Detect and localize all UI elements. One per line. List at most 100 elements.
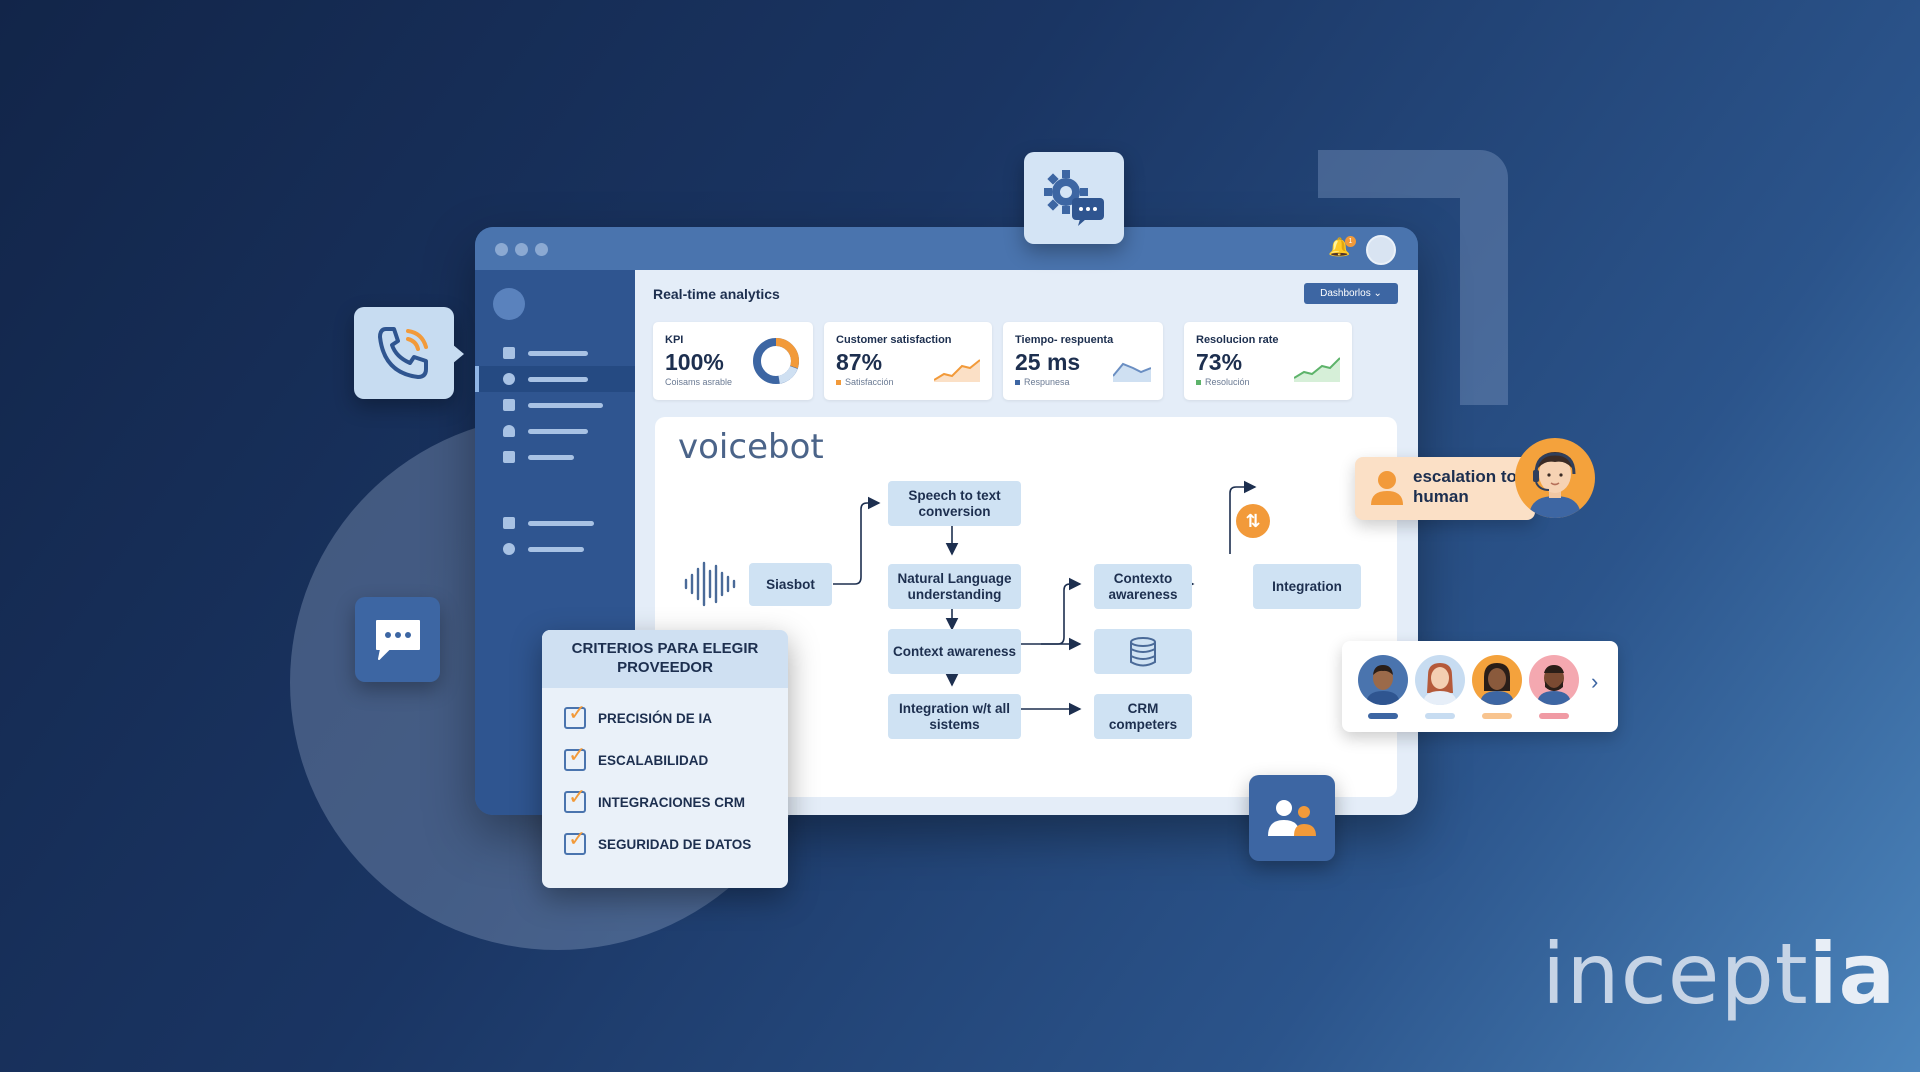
team-member-avatar[interactable] [1415,655,1465,705]
criteria-title: CRITERIOS PARA ELEGIR PROVEEDOR [542,630,788,688]
chevron-right-icon[interactable]: › [1591,669,1599,694]
kpi-label: Resolucion rate [1196,334,1279,346]
users-icon [1268,800,1316,836]
criteria-item[interactable]: PRECISIÓN DE IA [564,700,712,730]
phone-icon [378,327,428,379]
gear-icon [503,543,515,555]
page-title: Real-time analytics [653,286,780,302]
team-member-status [1425,713,1455,719]
flow-node-contexto[interactable]: Contexto awareness [1094,564,1192,609]
team-member-avatar[interactable] [1358,655,1408,705]
flow-node-database[interactable] [1094,629,1192,674]
flow-node-integration-all[interactable]: Integration w/t all sistems [888,694,1021,739]
phone-tile-pointer [452,344,464,364]
kpi-card[interactable]: Tiempo- respuenta 25 ms Respunesa [1003,322,1163,400]
flow-node-source[interactable]: Siasbot [749,563,832,606]
criteria-item[interactable]: ESCALABILIDAD [564,742,708,772]
window-dot[interactable] [515,243,528,256]
agent-avatar [1515,438,1595,518]
bell-icon[interactable]: 🔔 [1328,237,1351,257]
window-dot[interactable] [535,243,548,256]
escalation-card[interactable]: escalation to human [1355,457,1535,520]
kpi-sub: Coisams asrable [665,377,733,387]
sidebar-item-settings[interactable] [475,536,635,562]
sidebar-item-label [528,521,594,526]
chat-tile[interactable] [355,597,440,682]
criteria-card: CRITERIOS PARA ELEGIR PROVEEDOR PRECISIÓ… [542,630,788,888]
sidebar-item-label [528,429,588,434]
sparkline-icon [1113,362,1151,382]
sidebar-item-label [528,403,603,408]
sidebar-item-label [528,455,574,460]
sidebar-item-dashboard[interactable] [475,340,635,366]
sidebar-item-reports[interactable] [475,392,635,418]
sidebar-item-chat[interactable] [475,366,635,392]
sidebar-item-label [528,351,588,356]
team-card[interactable]: › [1342,641,1618,732]
dashboards-dropdown[interactable]: Dashborlos ⌄ [1304,283,1398,304]
users-tile[interactable] [1249,775,1335,861]
database-icon [1130,636,1156,666]
team-member-status [1482,713,1512,719]
kpi-sub: Resolución [1196,377,1250,387]
kpi-card[interactable]: Resolucion rate 73% Resolución [1184,322,1352,400]
swap-arrows-icon[interactable]: ⇅ [1236,504,1270,538]
avatar[interactable] [1366,235,1396,265]
link-icon [503,451,515,463]
checkbox-checked[interactable] [564,784,586,813]
team-member-avatar[interactable] [1529,655,1579,705]
flow-node-stt[interactable]: Speech to text conversion [888,481,1021,526]
flow-node-context[interactable]: Context awareness [888,629,1021,674]
sidebar-item-label [528,377,588,382]
notification-badge: 1 [1345,236,1356,247]
checkbox-checked[interactable] [564,826,586,855]
checkbox-checked[interactable] [564,700,586,729]
donut-chart-icon [753,338,799,384]
sidebar-logo [493,288,525,320]
voicebot-flow-diagram: voicebot [655,417,1397,797]
kpi-sub: Respunesa [1015,377,1070,387]
kpi-sub: Satisfacción [836,377,894,387]
headset-agent-icon [1529,452,1581,518]
sidebar-item-users[interactable] [475,418,635,444]
window-dot[interactable] [495,243,508,256]
dropdown-label: Dashborlos [1320,288,1371,299]
kpi-card[interactable]: Customer satisfaction 87% Satisfacción [824,322,992,400]
criteria-item[interactable]: INTEGRACIONES CRM [564,784,745,814]
main-content: Real-time analytics Dashborlos ⌄ KPI 100… [635,270,1418,815]
escalation-label: escalation to human [1413,467,1517,507]
sidebar-item-integrations[interactable] [475,444,635,470]
kpi-value: 25 ms [1015,349,1081,375]
chat-icon [375,619,420,660]
brand-logo: inceptia [1542,925,1897,1023]
checkbox-checked[interactable] [564,742,586,771]
sidebar-item-documents[interactable] [475,510,635,536]
flow-title: voicebot [678,427,824,467]
document-icon [503,517,515,529]
team-member-avatar[interactable] [1472,655,1522,705]
kpi-label: Customer satisfaction [836,334,952,346]
kpi-card[interactable]: KPI 100% Coisams asrable [653,322,813,400]
sidebar-item-label [528,547,584,552]
phone-tile[interactable] [354,307,454,399]
user-icon [503,425,515,437]
criteria-item[interactable]: SEGURIDAD DE DATOS [564,826,751,856]
flow-node-integration[interactable]: Integration [1253,564,1361,609]
team-member-status [1539,713,1569,719]
grid-icon [503,347,515,359]
soundwave-icon [684,561,736,607]
table-icon [503,399,515,411]
title-bar: 🔔 1 [475,227,1418,270]
sparkline-icon [1294,357,1340,382]
gear-chat-icon [1044,170,1104,226]
kpi-value: 87% [836,349,883,375]
chat-icon [503,373,515,385]
gear-chat-tile[interactable] [1024,152,1124,244]
flow-node-nlu[interactable]: Natural Language understanding [888,564,1021,609]
chevron-down-icon: ⌄ [1373,288,1382,299]
team-member-status [1368,713,1398,719]
background-bracket [1318,150,1508,405]
kpi-value: 73% [1196,349,1243,375]
flow-node-crm[interactable]: CRM competers [1094,694,1192,739]
kpi-label: KPI [665,334,684,346]
